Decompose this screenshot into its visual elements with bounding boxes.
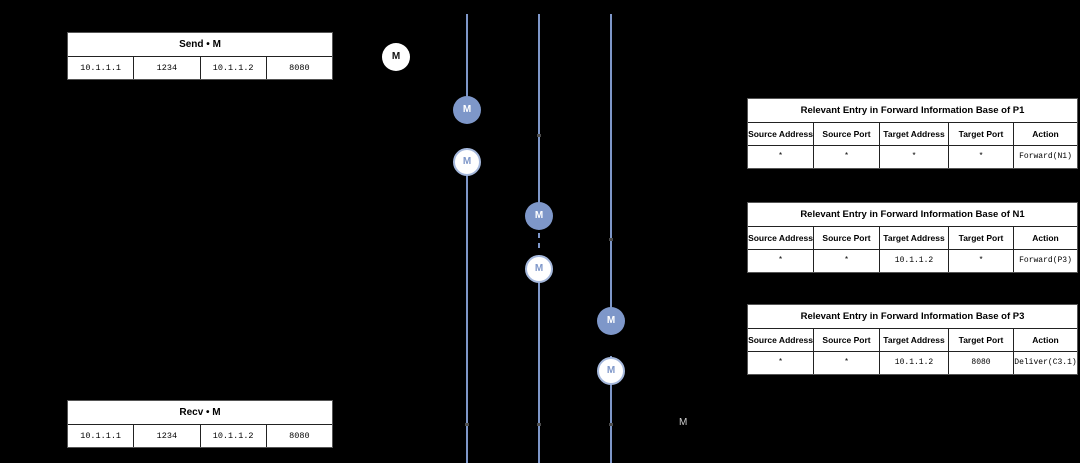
fib-p3-target-address: 10.1.1.2: [880, 352, 949, 374]
lifeline-dash: [538, 243, 540, 248]
fib-p3-action: Deliver(C3.1): [1014, 358, 1077, 367]
column-header-source-address: Source Address: [748, 329, 814, 351]
recv-source-address: 10.1.1.1: [68, 425, 135, 447]
column-header-target-address: Target Address: [880, 329, 949, 351]
lifeline-dash: [538, 233, 540, 238]
column-header-source-address: Source Address: [748, 227, 814, 249]
fib-table-p3-header-row: Source Address Source Port Target Addres…: [748, 329, 1077, 352]
column-header-target-address: Target Address: [880, 227, 949, 249]
message-marker-depart-p3: M: [597, 357, 625, 385]
recv-table-row: 10.1.1.1 1234 10.1.1.2 8080: [68, 425, 332, 447]
message-marker-arrive-p1: M: [453, 96, 481, 124]
fib-n1-target-address: 10.1.1.2: [880, 250, 949, 272]
lifeline-gap: [609, 334, 613, 356]
trailing-message-label: M: [679, 417, 688, 428]
column-header-target-port: Target Port: [949, 123, 1014, 145]
lifeline-gap: [537, 229, 541, 255]
fib-p3-source-address: *: [748, 352, 814, 374]
send-source-port: 1234: [134, 57, 201, 79]
fib-n1-source-port: *: [814, 250, 880, 272]
send-target-address: 10.1.1.2: [201, 57, 267, 79]
send-target-port: 8080: [289, 63, 310, 73]
send-message-table: Send • M 10.1.1.1 1234 10.1.1.2 8080: [67, 32, 333, 80]
crossing-tick: [537, 423, 541, 426]
fib-table-n1-title: Relevant Entry in Forward Information Ba…: [748, 203, 1077, 227]
fib-table-n1-header-row: Source Address Source Port Target Addres…: [748, 227, 1077, 250]
fib-p1-action: Forward(N1): [1019, 152, 1072, 161]
message-marker-start: M: [382, 43, 410, 71]
column-header-target-port: Target Port: [949, 227, 1014, 249]
fib-n1-action: Forward(P3): [1019, 256, 1072, 265]
crossing-tick: [609, 423, 613, 426]
fib-table-p1-header-row: Source Address Source Port Target Addres…: [748, 123, 1077, 146]
column-header-action: Action: [1032, 233, 1059, 243]
column-header-target-address: Target Address: [880, 123, 949, 145]
column-header-action: Action: [1032, 129, 1059, 139]
send-table-row: 10.1.1.1 1234 10.1.1.2 8080: [68, 57, 332, 79]
recv-source-port: 1234: [134, 425, 201, 447]
fib-table-p3: Relevant Entry in Forward Information Ba…: [747, 304, 1078, 375]
column-header-target-port: Target Port: [949, 329, 1014, 351]
fib-table-n1-data-row: * * 10.1.1.2 * Forward(P3): [748, 250, 1077, 272]
recv-target-address: 10.1.1.2: [201, 425, 267, 447]
fib-p1-target-address: *: [880, 146, 949, 168]
fib-table-n1: Relevant Entry in Forward Information Ba…: [747, 202, 1078, 273]
fib-n1-source-address: *: [748, 250, 814, 272]
message-marker-arrive-p3: M: [597, 307, 625, 335]
recv-target-port: 8080: [289, 431, 310, 441]
fib-table-p1-data-row: * * * * Forward(N1): [748, 146, 1077, 168]
fib-table-p3-title: Relevant Entry in Forward Information Ba…: [748, 305, 1077, 329]
column-header-source-port: Source Port: [814, 123, 880, 145]
fib-p1-target-port: *: [949, 146, 1014, 168]
recv-table-title: Recv • M: [68, 401, 332, 425]
send-source-address: 10.1.1.1: [68, 57, 135, 79]
fib-n1-target-port: *: [949, 250, 1014, 272]
fib-table-p1-title: Relevant Entry in Forward Information Ba…: [748, 99, 1077, 123]
recv-message-table: Recv • M 10.1.1.1 1234 10.1.1.2 8080: [67, 400, 333, 448]
crossing-tick: [609, 238, 613, 241]
column-header-source-address: Source Address: [748, 123, 814, 145]
fib-p1-source-address: *: [748, 146, 814, 168]
fib-p3-target-port: 8080: [949, 352, 1014, 374]
crossing-tick: [465, 423, 469, 426]
message-marker-arrive-n1: M: [525, 202, 553, 230]
crossing-tick: [537, 134, 541, 137]
fib-table-p1: Relevant Entry in Forward Information Ba…: [747, 98, 1078, 169]
column-header-action: Action: [1032, 335, 1059, 345]
column-header-source-port: Source Port: [814, 329, 880, 351]
message-marker-depart-p1: M: [453, 148, 481, 176]
lifeline-gap: [465, 123, 469, 148]
fib-p1-source-port: *: [814, 146, 880, 168]
column-header-source-port: Source Port: [814, 227, 880, 249]
send-table-title: Send • M: [68, 33, 332, 57]
lifeline-p1: [466, 14, 468, 463]
fib-p3-source-port: *: [814, 352, 880, 374]
fib-table-p3-data-row: * * 10.1.1.2 8080 Deliver(C3.1): [748, 352, 1077, 374]
message-marker-depart-n1: M: [525, 255, 553, 283]
